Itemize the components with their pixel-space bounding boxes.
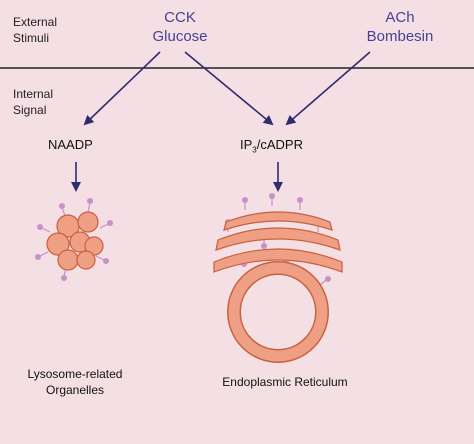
signal-cadpr: /cADPR bbox=[256, 137, 303, 152]
internal-label-line1: Internal bbox=[13, 87, 54, 101]
signal-ip3-cadpr: IP3/cADPR bbox=[240, 137, 303, 155]
external-label-line1: External bbox=[13, 15, 58, 29]
internal-label-line2: Signal bbox=[13, 103, 47, 117]
internal-signal-label: Internal Signal bbox=[13, 86, 53, 118]
stimulus-cck: CCK bbox=[164, 9, 196, 26]
stimulus-cck-glucose: CCK Glucose bbox=[125, 8, 235, 46]
arrow-cck-to-naadp bbox=[83, 51, 161, 126]
stimulus-ach: ACh bbox=[385, 9, 415, 26]
stimulus-ach-bombesin: ACh Bombesin bbox=[340, 8, 460, 46]
caption-lysosome-line1: Lysosome-related bbox=[27, 367, 123, 381]
caption-lysosome: Lysosome-related Organelles bbox=[10, 366, 140, 398]
caption-er: Endoplasmic Reticulum bbox=[222, 375, 348, 389]
endoplasmic-reticulum bbox=[213, 193, 343, 363]
caption-lysosome-line2: Organelles bbox=[45, 383, 105, 397]
signal-ip3-prefix: IP bbox=[240, 137, 253, 152]
external-stimuli-label: External Stimuli bbox=[13, 14, 57, 46]
signal-naadp: NAADP bbox=[48, 137, 93, 152]
external-label-line2: Stimuli bbox=[13, 31, 50, 45]
lysosome-cluster bbox=[35, 198, 113, 281]
signal-ip3-subscript: 3 bbox=[252, 145, 257, 155]
arrow-ach-to-ip3 bbox=[285, 51, 371, 126]
arrow-cck-to-ip3 bbox=[184, 51, 274, 126]
stimulus-glucose: Glucose bbox=[152, 28, 208, 45]
stimulus-bombesin: Bombesin bbox=[366, 28, 434, 45]
